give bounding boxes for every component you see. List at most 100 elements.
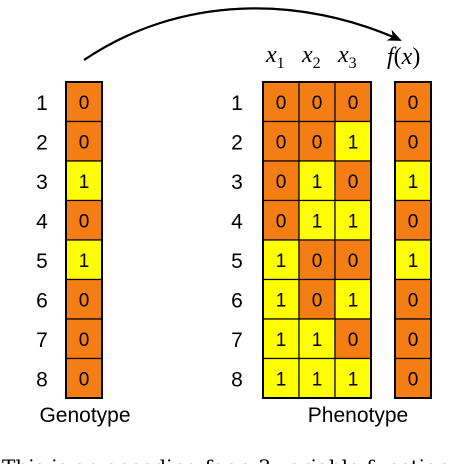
cell-value: 0 [276,93,287,114]
cell-value: 0 [348,330,359,351]
cell-fill [394,239,432,281]
fx-value-cell: 0 [394,81,432,123]
cell-value: 0 [408,369,419,390]
cell-value: 0 [79,211,90,232]
cell-fill [394,120,432,162]
phenotype-cell: 1 [334,357,372,399]
cell-value: 0 [79,369,90,390]
cell-value: 0 [276,211,287,232]
genotype-row-label: 5 [36,250,48,273]
cell-value: 1 [348,211,359,232]
cell-value: 0 [408,330,419,351]
cell-value: 1 [79,251,90,272]
cell-fill [394,278,432,320]
fx-value-cell: 1 [394,239,432,281]
genotype-bit-cell: 0 [65,81,103,123]
cell-fill [298,160,336,202]
cell-value: 0 [408,211,419,232]
phenotype-row-label: 1 [231,92,243,115]
genotype-row-label: 7 [36,329,48,352]
phenotype-cell: 0 [262,120,300,162]
cell-value: 0 [312,132,323,153]
genotype-caption: Genotype [39,404,130,427]
cell-fill [334,357,372,399]
fx-value-cell: 0 [394,357,432,399]
phenotype-cell: 0 [298,239,336,281]
cell-value: 1 [408,172,419,193]
cell-value: 0 [79,290,90,311]
phenotype-row-label: 7 [231,329,243,352]
cell-fill [334,81,372,123]
cell-fill [262,81,300,123]
cell-fill [334,239,372,281]
cell-value: 1 [408,251,419,272]
phenotype-cell: 1 [262,239,300,281]
clipped-caption-text: This is an encoding for a 3-variable fun… [2,455,450,464]
genotype-bit-cell: 0 [65,120,103,162]
fx-value-cell: 0 [394,120,432,162]
phenotype-cell: 1 [262,278,300,320]
genotype-row-label: 1 [36,92,48,115]
fx-value-cell: 1 [394,160,432,202]
phenotype-cell: 1 [262,357,300,399]
phenotype-row-label: 6 [231,289,243,312]
cell-value: 0 [312,290,323,311]
genotype-row-label: 2 [36,131,48,154]
cell-fill [298,357,336,399]
cell-value: 1 [312,172,323,193]
phenotype-row-label: 3 [231,171,243,194]
phenotype-cell: 0 [262,160,300,202]
fx-value-cell: 0 [394,318,432,360]
cell-fill [394,357,432,399]
cell-value: 1 [348,290,359,311]
cell-value: 1 [348,369,359,390]
cell-value: 0 [408,290,419,311]
genotype-row-label: 3 [36,171,48,194]
variable-header: x1 [265,42,285,72]
cell-value: 0 [312,93,323,114]
phenotype-outline [262,81,372,399]
cell-fill [262,318,300,360]
cell-value: 1 [312,211,323,232]
cell-value: 1 [276,290,287,311]
phenotype-cell: 0 [298,81,336,123]
phenotype-row-label: 5 [231,250,243,273]
cell-value: 0 [79,330,90,351]
cell-value: 0 [312,251,323,272]
cell-value: 0 [348,251,359,272]
phenotype-cell: 0 [334,81,372,123]
cell-value: 0 [408,93,419,114]
cell-fill [298,239,336,281]
cell-value: 0 [348,172,359,193]
cell-value: 1 [276,251,287,272]
cell-fill [334,199,372,241]
genotype-bit-cell: 0 [65,278,103,320]
variable-header: x2 [301,42,321,72]
genotype-bit-cell: 0 [65,199,103,241]
phenotype-cell: 0 [262,81,300,123]
genotype-bit-cell: 0 [65,357,103,399]
genotype-row-label: 4 [36,210,48,233]
phenotype-row-label: 8 [231,368,243,391]
phenotype-row-label: 2 [231,131,243,154]
phenotype-cell: 0 [298,120,336,162]
phenotype-cell: 0 [334,318,372,360]
cell-fill [334,160,372,202]
cell-value: 1 [348,132,359,153]
cell-value: 0 [79,132,90,153]
cell-fill [65,120,103,162]
cell-value: 0 [276,132,287,153]
cell-fill [262,357,300,399]
cell-value: 1 [312,330,323,351]
phenotype-cell: 1 [298,357,336,399]
phenotype-cell: 0 [298,278,336,320]
cell-value: 1 [276,330,287,351]
phenotype-cell: 1 [334,199,372,241]
cell-value: 1 [312,369,323,390]
